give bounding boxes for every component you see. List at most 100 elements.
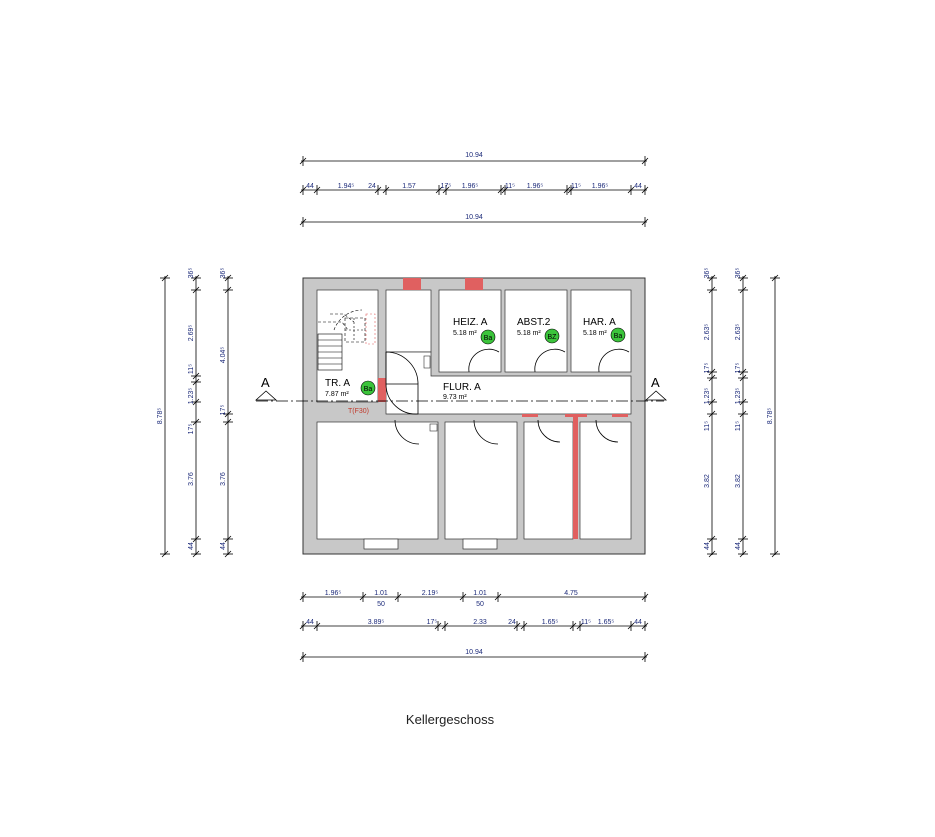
- door-abst: [534, 348, 566, 373]
- dim-top: 10.94 10.94 44 1.94⁵ 24 1.57 17⁵ 1.96⁵ 1…: [306, 152, 642, 221]
- dim-right-chain: 2.63⁵: [735, 324, 742, 341]
- dimension-ticks: [160, 156, 780, 662]
- room-area: 5.18 m²: [517, 330, 541, 337]
- dim-bottom-chain: 3.89⁵: [368, 619, 385, 626]
- dim-top-chain: 11⁵: [505, 183, 515, 190]
- dim-right-overall: 8.78⁵: [767, 408, 774, 425]
- dim-right-chain: 11⁵: [704, 421, 711, 431]
- floor-label: Kellergeschoss: [405, 712, 495, 727]
- building: [302, 277, 646, 555]
- room-badge: Ba: [364, 386, 373, 393]
- dim-bottom-chain: 1.01: [374, 590, 388, 597]
- room-labels: HEIZ. A 5.18 m² Ba ABST.2 5.18 m² BZ HAR…: [325, 317, 626, 415]
- dim-top-chain: 1.94⁵: [338, 183, 355, 190]
- dim-top-chain: 44: [306, 183, 314, 190]
- room-badge: BZ: [548, 334, 558, 341]
- dim-right-chain: 3.82: [735, 474, 742, 488]
- dim-left-overall: 8.78⁵: [157, 408, 164, 425]
- dim-right-chain: 1.23⁵: [704, 388, 711, 405]
- dim-top-overall-2: 10.94: [465, 214, 483, 221]
- dim-left-chain: 44: [188, 542, 195, 550]
- dim-bottom-chain: 1.65⁵: [542, 619, 559, 626]
- section-mark-left: A: [261, 375, 270, 390]
- dim-left: 8.78⁵ 36⁵ 2.69⁵ 11⁵ 1.23⁵ 17⁵ 3.76 44 36…: [157, 268, 227, 550]
- dim-left-chain: 17⁵: [220, 405, 227, 416]
- window-2: [462, 538, 498, 550]
- door-heiz: [468, 348, 500, 373]
- dim-top-chain: 1.96⁵: [592, 183, 609, 190]
- dim-bottom-sub: 50: [377, 601, 385, 608]
- room-area: 5.18 m²: [583, 330, 607, 337]
- dim-left-chain: 44: [220, 542, 227, 550]
- dim-top-overall: 10.94: [465, 152, 483, 159]
- dim-right-chain: 1.23⁵: [735, 388, 742, 405]
- door-cellar-2: [473, 419, 499, 445]
- dim-top-chain: 17⁵: [441, 183, 452, 190]
- red-wall-h-1: [522, 414, 538, 417]
- room-cellar-4: [579, 421, 632, 540]
- dim-left-chain: 17⁵: [188, 424, 195, 435]
- dim-bottom-chain: 24: [508, 619, 516, 626]
- red-wall-top-1: [403, 278, 421, 290]
- dim-bottom-overall: 10.94: [465, 649, 483, 656]
- doors: [385, 348, 630, 445]
- dim-top-chain: 44: [634, 183, 642, 190]
- room-badge: Ba: [484, 335, 493, 342]
- dim-bottom-sub: 50: [476, 601, 484, 608]
- dim-left-chain: 36⁵: [188, 268, 195, 279]
- dimension-lines: [164, 160, 776, 658]
- door-cellar-3: [537, 419, 561, 443]
- door-cellar-4: [595, 419, 619, 443]
- window-1: [363, 538, 399, 550]
- dim-left-chain: 2.69⁵: [188, 325, 195, 342]
- dim-right-chain: 17⁵: [704, 363, 711, 374]
- door-tr: [385, 383, 419, 415]
- dim-right: 36⁵ 2.63⁵ 17⁵ 1.23⁵ 11⁵ 3.82 44 36⁵ 2.63…: [704, 268, 774, 550]
- red-wall-h-2: [565, 414, 587, 417]
- dim-right-chain: 44: [704, 542, 711, 550]
- dim-bottom-chain: 2.33: [473, 619, 487, 626]
- red-wall-v: [573, 414, 578, 539]
- room-area: 7.87 m²: [325, 391, 349, 398]
- dim-bottom-chain: 1.01: [473, 590, 487, 597]
- dim-top-chain: 1.96⁵: [527, 183, 544, 190]
- room-name: TR. A: [325, 378, 350, 389]
- red-wall-stair: [378, 378, 386, 402]
- dim-bottom-chain: 4.75: [564, 590, 578, 597]
- room-name: HAR. A: [583, 317, 616, 328]
- dim-bottom-chain: 17⁵: [427, 619, 438, 626]
- room-name: ABST.2: [517, 317, 551, 328]
- dim-bottom-chain: 44: [634, 619, 642, 626]
- section-line: A A: [254, 375, 668, 402]
- dim-left-chain: 11⁵: [188, 364, 195, 374]
- red-wall-h-3: [612, 414, 628, 417]
- dim-left-chain: 3.76: [220, 472, 227, 486]
- dim-top-chain: 11⁵: [571, 183, 581, 190]
- dim-top-chain: 1.57: [402, 183, 416, 190]
- door-label: T(F30): [348, 408, 369, 415]
- dim-bottom-chain: 2.19⁵: [422, 590, 439, 597]
- room-area: 9.73 m²: [443, 394, 467, 401]
- room-cellar-2: [444, 421, 518, 540]
- dim-right-chain: 11⁵: [735, 421, 742, 431]
- door-storage: [385, 351, 419, 385]
- red-wall-top-2: [465, 278, 483, 290]
- dim-left-chain: 3.76: [188, 472, 195, 486]
- room-badge: Ba: [614, 333, 623, 340]
- room-area: 5.18 m²: [453, 330, 477, 337]
- dim-top-chain: 1.96⁵: [462, 183, 479, 190]
- dim-right-chain: 2.63⁵: [704, 324, 711, 341]
- dim-left-chain: 1.23⁵: [188, 388, 195, 405]
- dim-bottom-chain: 11⁵: [581, 619, 591, 626]
- dim-top-chain: 24: [368, 183, 376, 190]
- dim-right-chain: 36⁵: [704, 268, 711, 279]
- shaft: [423, 355, 431, 369]
- dim-bottom-chain: 1.65⁵: [598, 619, 615, 626]
- dim-bottom-chain: 1.96⁵: [325, 590, 342, 597]
- room-cellar-1: [316, 421, 439, 540]
- dim-left-chain: 36⁵: [220, 268, 227, 279]
- dim-right-chain: 44: [735, 542, 742, 550]
- shaft-2: [429, 423, 438, 432]
